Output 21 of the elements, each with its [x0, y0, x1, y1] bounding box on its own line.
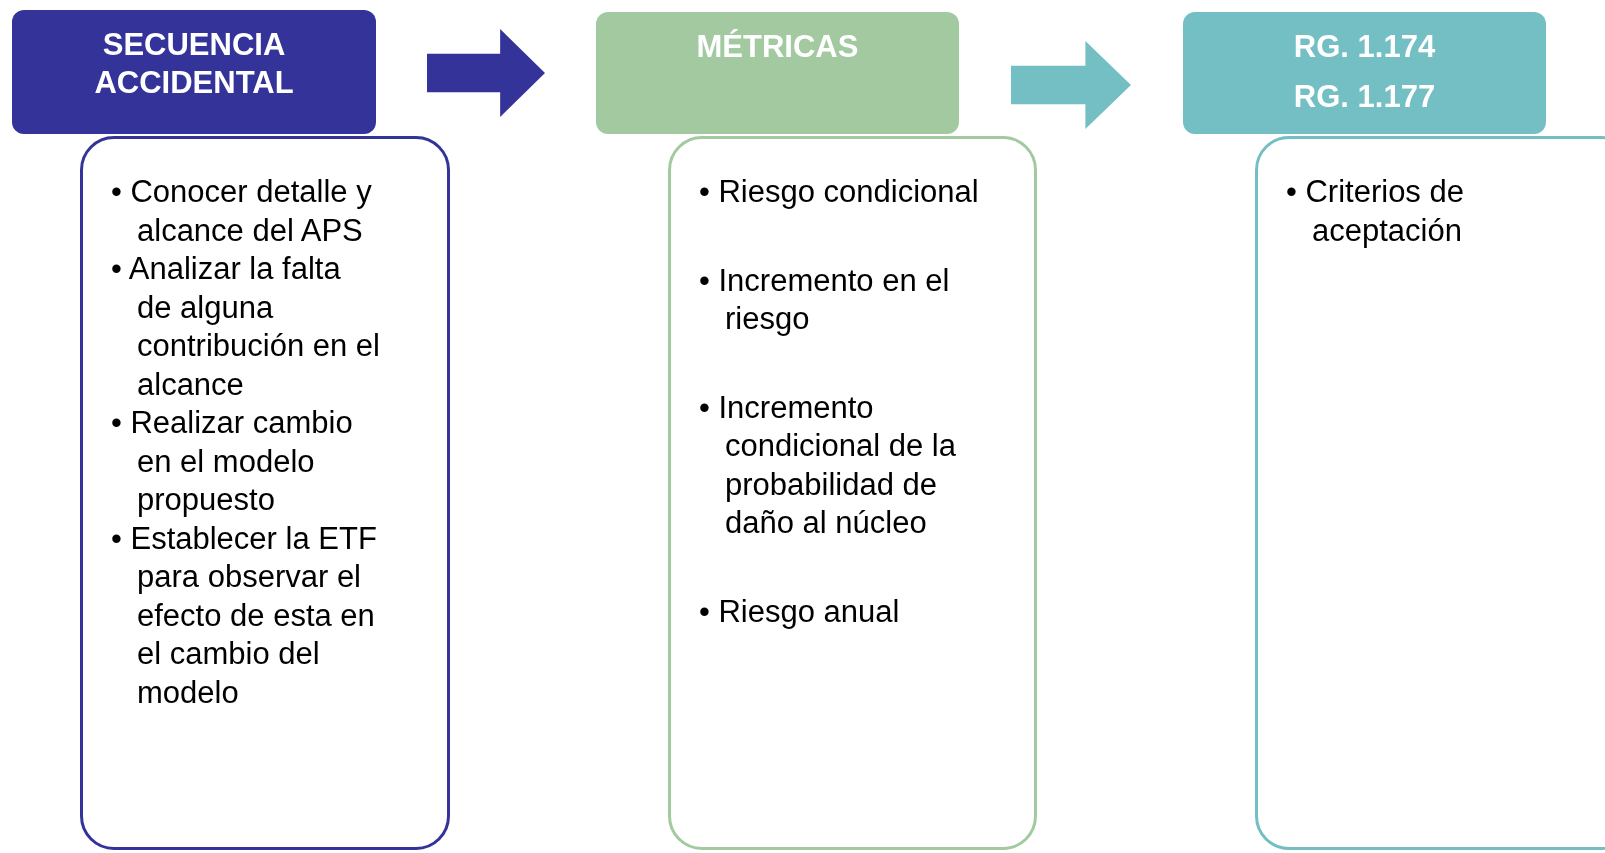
- bullet-item: • Analizar la falta de alguna contribución en el alcance: [111, 250, 381, 404]
- bullet-item: • Realizar cambio en el modelo propuesto: [111, 404, 354, 519]
- content-box: [668, 136, 1037, 850]
- block-arrow: [1011, 41, 1131, 129]
- header-box: [12, 10, 376, 134]
- header-text: RG. 1.177: [1293, 78, 1436, 116]
- header-box: [1183, 12, 1546, 134]
- content-box: [80, 136, 450, 850]
- bullet-item: • Criterios de aceptación: [1286, 173, 1465, 250]
- header-text: MÉTRICAS: [696, 28, 859, 66]
- bullet-item: • Riesgo condicional: [699, 173, 980, 211]
- bullet-item: • Incremento en el riesgo: [699, 261, 951, 338]
- bullet-item: • Conocer detalle y alcance del APS: [111, 173, 373, 250]
- content-box: [1255, 136, 1605, 850]
- header-box: [596, 12, 959, 134]
- header-text: RG. 1.174: [1293, 28, 1436, 66]
- bullet-item: • Incremento condicional de la probabilidad de daño al núcleo: [699, 388, 957, 542]
- bullet-item: • Establecer la ETF para observar el efecto de esta en el cambio del modelo: [111, 519, 378, 712]
- block-arrow: [427, 29, 545, 117]
- header-text: SECUENCIA ACCIDENTAL: [93, 26, 295, 102]
- bullet-item: • Riesgo anual: [699, 592, 901, 631]
